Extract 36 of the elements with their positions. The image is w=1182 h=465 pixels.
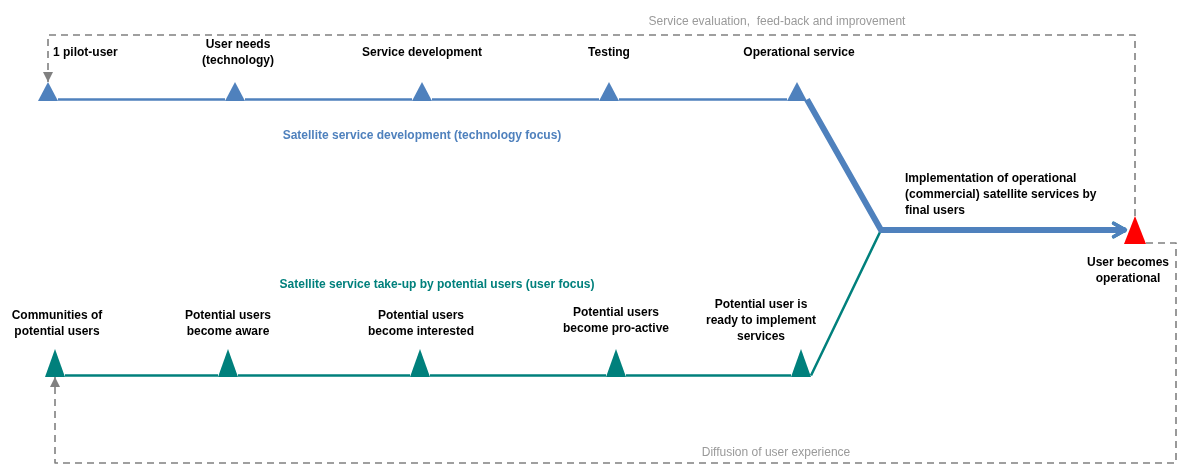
milestone-label: Operational service	[743, 44, 855, 60]
timeline-line	[626, 374, 791, 377]
milestone-triangle	[787, 82, 807, 101]
milestone-label: Service development	[361, 44, 483, 60]
timeline-line	[619, 98, 787, 101]
milestone-label: User becomes operational	[1085, 254, 1170, 286]
milestone-triangle	[791, 349, 811, 377]
milestone-label: Potential users become aware	[184, 307, 272, 339]
milestone-label: Potential users become pro-active	[561, 304, 670, 336]
arrow-caption: Implementation of operational (commercial) satellite services by final users	[905, 170, 1097, 218]
milestone-triangle	[225, 82, 245, 101]
timeline-line	[58, 98, 225, 101]
milestone-label: Testing	[588, 44, 630, 60]
milestone-label: User needs (technology)	[201, 36, 275, 68]
timeline-line	[430, 374, 606, 377]
milestone-triangle	[599, 82, 619, 101]
dashed-arrow	[50, 242, 1177, 464]
timeline-line	[432, 98, 599, 101]
milestone-triangle	[45, 349, 65, 377]
milestone-triangle	[38, 82, 58, 101]
milestone-label: 1 pilot-user	[53, 44, 118, 60]
milestone-label: Potential users become interested	[366, 307, 475, 339]
track-title: Satellite service development (technology focus)	[282, 127, 562, 143]
milestone-triangle	[606, 349, 626, 377]
milestone-triangle	[412, 82, 432, 101]
dashed-arrow	[43, 34, 1136, 217]
timeline-line	[65, 374, 218, 377]
milestone-triangle	[1124, 216, 1146, 244]
timeline-line	[238, 374, 410, 377]
track-title: Satellite service take-up by potential users (user focus)	[279, 276, 595, 292]
timeline-line	[245, 98, 412, 101]
milestone-label: Communities of potential users	[10, 307, 104, 339]
milestone-triangle	[410, 349, 430, 377]
merge-arrow	[804, 98, 1128, 239]
milestone-triangle	[218, 349, 238, 377]
milestone-label: Potential user is ready to implement services	[705, 296, 817, 344]
